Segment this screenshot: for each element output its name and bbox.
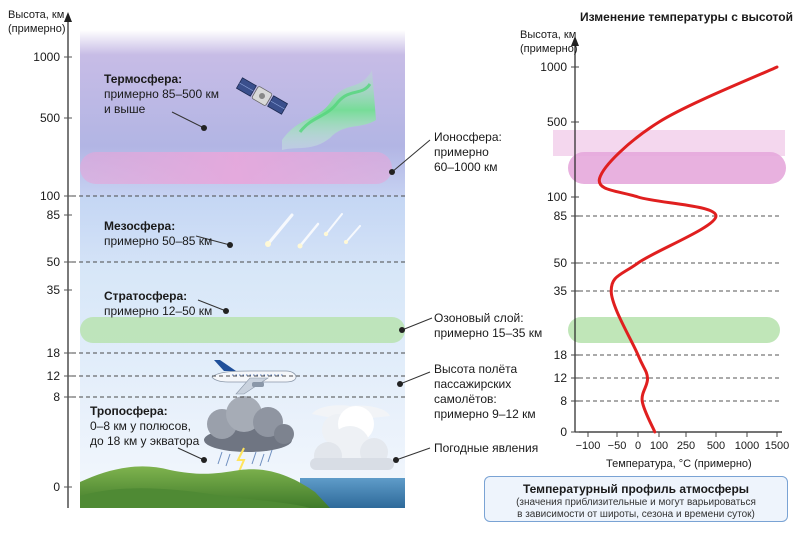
left-tick-label: 1000 <box>33 50 60 64</box>
chart-title: Изменение температуры с высотой <box>580 10 793 24</box>
chart-y-tick-label: 12 <box>554 371 568 385</box>
chart-x-tick-label: 250 <box>677 440 695 452</box>
thermosphere-label: Термосфера: примерно 85–500 км и выше <box>104 72 219 116</box>
pointer-dot <box>393 457 399 463</box>
note-title: Температурный профиль атмосферы <box>522 482 750 496</box>
satellite-icon <box>235 77 289 115</box>
pointer-dot <box>201 457 207 463</box>
chart-x-tick-label: −100 <box>576 440 601 452</box>
left-tick-label: 8 <box>53 390 60 404</box>
left-tick-label: 12 <box>47 369 61 383</box>
pointer-dot <box>201 125 207 131</box>
note-subtitle-line: в зависимости от широты, сезона и времен… <box>517 509 755 520</box>
chart-y-tick-label: 0 <box>560 425 567 439</box>
left-tick-label: 500 <box>40 111 60 125</box>
left-altitude-axis <box>64 12 72 508</box>
meteor-icons <box>265 213 361 249</box>
chart-y-tick-label: 100 <box>547 190 567 204</box>
pointer-dot <box>223 308 229 314</box>
chart-ionosphere-band-core <box>568 152 786 184</box>
chart-y-tick-label: 50 <box>554 256 568 270</box>
chart-x-tick-label: 100 <box>650 440 668 452</box>
left-tick-label: 0 <box>53 480 60 494</box>
chart-ozone-band <box>568 317 780 343</box>
temperature-series-line <box>597 65 779 434</box>
chart-x-axis-title: Температура, °С (примерно) <box>606 458 752 470</box>
chart-y-tick-label: 85 <box>554 209 568 223</box>
ionosphere-band <box>80 152 392 184</box>
temperature-profile-note: Температурный профиль атмосферы (значени… <box>484 476 788 522</box>
troposphere-label: Тропосфера: 0–8 км у полюсов, до 18 км у… <box>90 404 200 448</box>
chart-x-tick-label: 1000 <box>735 440 759 452</box>
chart-ionosphere-band <box>553 130 785 156</box>
left-tick-label: 35 <box>47 283 61 297</box>
mesosphere-label: Мезосфера: примерно 50–85 км <box>104 219 213 248</box>
left-tick-label: 85 <box>47 208 61 222</box>
chart-x-tick-label: 0 <box>635 440 641 452</box>
note-subtitle-line: (значения приблизительные и могут варьир… <box>516 497 756 508</box>
chart-y-tick-label: 18 <box>554 348 568 362</box>
chart-y-tick-label: 35 <box>554 284 568 298</box>
pointer-dot <box>227 242 233 248</box>
temperature-chart: 1000 500 100 85 50 35 18 12 8 0 −100 −50 0 100 250 500… <box>540 36 789 452</box>
ozone-band <box>80 317 405 343</box>
mesosphere-region <box>80 196 405 262</box>
left-axis-title: Высота, км (примерно) <box>8 9 66 35</box>
chart-x-tick-label: 500 <box>707 440 725 452</box>
left-tick-label: 18 <box>47 346 61 360</box>
cumulonimbus-illustration <box>310 405 394 470</box>
chart-y-tick-label: 8 <box>560 394 567 408</box>
ionosphere-callout: Ионосфера: примерно 60–1000 км <box>434 130 502 174</box>
stratosphere-label: Стратосфера: примерно 12–50 км <box>104 289 213 318</box>
weather-callout: Погодные явления <box>434 441 539 455</box>
chart-x-tick-label: 1500 <box>765 440 789 452</box>
landscape-illustration <box>80 466 405 508</box>
chart-y-tick-label: 1000 <box>540 60 567 74</box>
ozone-callout: Озоновый слой: примерно 15–35 км <box>434 311 543 340</box>
left-tick-label: 100 <box>40 189 60 203</box>
storm-cloud-illustration <box>204 396 294 475</box>
chart-y-axis-title: Высота, км (примерно) <box>520 29 578 55</box>
flight-altitude-callout: Высота полёта пассажирских самолётов: пр… <box>434 362 536 421</box>
chart-y-tick-label: 500 <box>547 115 567 129</box>
pointer-dot <box>399 327 405 333</box>
pointer-dot <box>389 169 395 175</box>
airplane-icon <box>211 360 297 395</box>
aurora-illustration <box>282 70 376 150</box>
chart-x-tick-label: −50 <box>608 440 627 452</box>
left-tick-label: 50 <box>47 255 61 269</box>
pointer-dot <box>397 381 403 387</box>
